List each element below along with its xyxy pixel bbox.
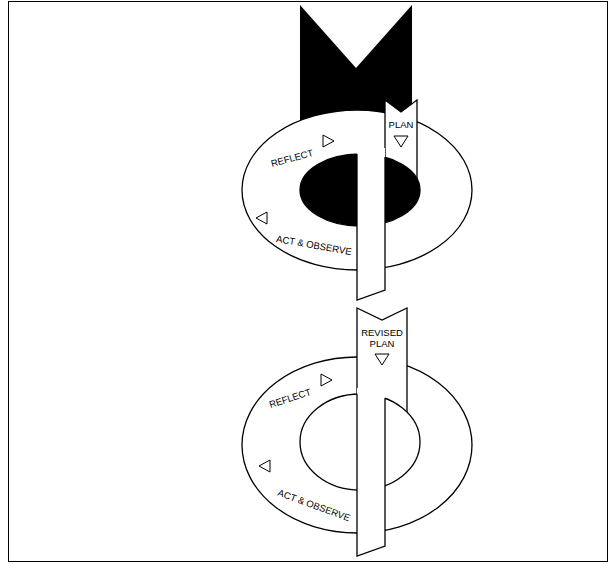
- stage-label: ACT & OBSERVE: [276, 233, 353, 257]
- stage-label: PLAN: [389, 119, 414, 130]
- stage-label: REFLECT: [268, 386, 313, 410]
- stage-label: ACT & OBSERVE: [276, 487, 351, 523]
- direction-arrow: [375, 354, 389, 365]
- direction-arrow: [394, 136, 408, 147]
- direction-arrow: [256, 212, 267, 224]
- direction-arrow: [259, 460, 270, 472]
- frame: [9, 2, 608, 562]
- plan-strip-edge: [385, 100, 417, 179]
- direction-arrow: [323, 135, 334, 147]
- stage-label: REFLECT: [270, 147, 315, 169]
- upper-down-strip-edge: [357, 154, 385, 300]
- direction-arrow: [321, 374, 332, 386]
- lower-down-strip-edge: [357, 394, 385, 556]
- lower-down-strip-fill: [357, 388, 385, 556]
- stage-label: REVISED PLAN: [359, 327, 405, 349]
- upper-down-strip-fill: [357, 148, 385, 300]
